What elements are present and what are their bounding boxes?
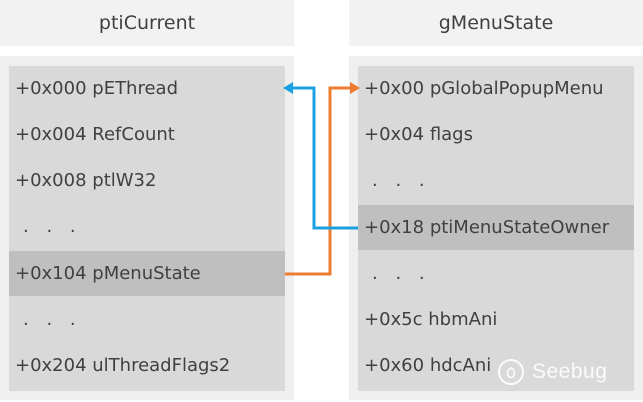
field-row-pmenustate: +0x104 pMenuState [9, 251, 285, 296]
field-row-flags: +0x04 flags [358, 112, 634, 157]
seebug-bug-icon [498, 359, 524, 385]
ellipsis-label: . . . [372, 170, 431, 191]
field-label: +0x104 pMenuState [15, 263, 201, 284]
field-label: +0x008 ptlW32 [15, 170, 157, 191]
field-label: +0x18 ptiMenuStateOwner [364, 217, 610, 238]
field-row-ellipsis: . . . [9, 297, 285, 342]
field-row-ellipsis: . . . [358, 158, 634, 203]
field-label: +0x00 pGlobalPopupMenu [364, 78, 604, 99]
left-struct-title: ptiCurrent [0, 0, 294, 46]
ellipsis-label: . . . [23, 216, 82, 237]
left-struct-title-text: ptiCurrent [98, 12, 196, 34]
field-row-hbmani: +0x5c hbmAni [358, 297, 634, 342]
field-label: +0x204 ulThreadFlags2 [15, 355, 231, 376]
field-row-ptimenustateowner: +0x18 ptiMenuStateOwner [358, 205, 634, 250]
field-row-ellipsis: . . . [9, 204, 285, 249]
left-struct-box: +0x000 pEThread +0x004 RefCount +0x008 p… [9, 66, 285, 391]
arrow-pmenustate-to-gmenustate [285, 86, 352, 276]
right-struct-box: +0x00 pGlobalPopupMenu +0x04 flags . . .… [358, 66, 634, 391]
field-label: +0x5c hbmAni [364, 309, 498, 330]
field-label: +0x04 flags [364, 124, 473, 145]
field-label: +0x000 pEThread [15, 78, 179, 99]
field-row-pethread: +0x000 pEThread [9, 66, 285, 111]
field-row-pglobalpopupmenu: +0x00 pGlobalPopupMenu [358, 66, 634, 111]
watermark-text: Seebug [532, 360, 608, 383]
right-struct-title-text: gMenuState [438, 12, 554, 34]
ellipsis-label: . . . [23, 309, 82, 330]
field-row-ptlw32: +0x008 ptlW32 [9, 158, 285, 203]
arrow-ptimenustateowner-to-pticurrent [291, 86, 358, 230]
field-label: +0x004 RefCount [15, 124, 175, 145]
field-row-ulthreadflags2: +0x204 ulThreadFlags2 [9, 343, 285, 388]
field-row-ellipsis: . . . [358, 251, 634, 296]
field-label: +0x60 hdcAni [364, 355, 492, 376]
field-row-hdcani: +0x60 hdcAni [358, 343, 634, 388]
ellipsis-label: . . . [372, 263, 431, 284]
seebug-watermark: Seebug [498, 352, 607, 392]
field-row-refcount: +0x004 RefCount [9, 112, 285, 157]
right-struct-title: gMenuState [349, 0, 643, 46]
